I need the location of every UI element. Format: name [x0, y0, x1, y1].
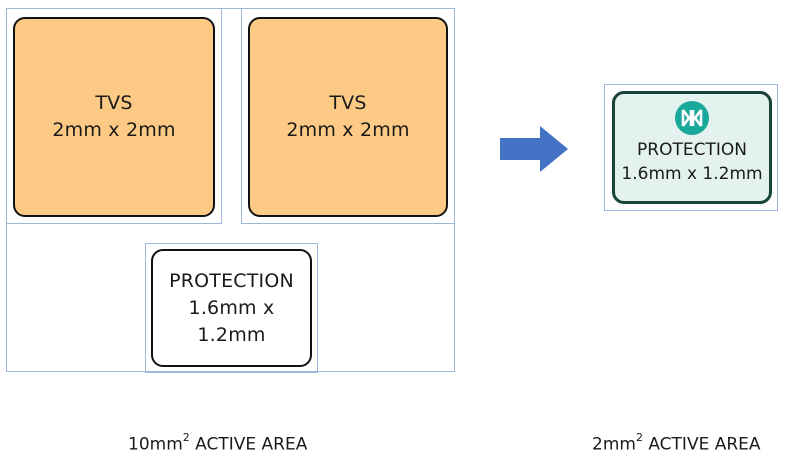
protection-chip-discrete-line2: 1.6mm x — [188, 296, 275, 319]
tvs-chip-1-size: 2mm x 2mm — [52, 119, 176, 141]
right-active-area-suffix: ACTIVE AREA — [642, 434, 761, 455]
right-arrow-icon — [500, 126, 568, 172]
integrated-chip-line2: 1.6mm x 1.2mm — [621, 164, 763, 184]
right-active-area-superscript: 2 — [635, 431, 643, 444]
left-active-area-superscript: 2 — [182, 431, 190, 444]
protection-chip-discrete-line1: PROTECTION — [169, 269, 294, 292]
tvs-chip-2: TVS 2mm x 2mm — [248, 17, 448, 217]
right-active-area-label: 2mm2 ACTIVE AREA — [592, 431, 761, 455]
right-active-area-prefix: 2mm — [592, 434, 636, 455]
tvs-chip-2-size: 2mm x 2mm — [286, 119, 410, 141]
tvs-chip-1: TVS 2mm x 2mm — [13, 17, 215, 217]
tvs-2-frame — [241, 8, 455, 224]
protection-chip-discrete: PROTECTION 1.6mm x 1.2mm — [151, 249, 312, 367]
left-active-area-prefix: 10mm — [128, 434, 183, 455]
integrated-footprint-frame — [604, 84, 778, 211]
tvs-chip-1-name: TVS — [95, 92, 133, 114]
maxim-logo-icon — [675, 101, 709, 135]
integrated-protection-chip: PROTECTION 1.6mm x 1.2mm — [612, 91, 772, 204]
integrated-chip-line1: PROTECTION — [637, 140, 747, 160]
left-active-area-label: 10mm2 ACTIVE AREA — [128, 431, 308, 455]
protection-frame — [145, 243, 318, 373]
left-active-area-suffix: ACTIVE AREA — [189, 434, 308, 455]
tvs-1-frame — [6, 8, 222, 224]
tvs-chip-2-name: TVS — [329, 92, 367, 114]
protection-chip-discrete-line3: 1.2mm — [197, 323, 266, 346]
